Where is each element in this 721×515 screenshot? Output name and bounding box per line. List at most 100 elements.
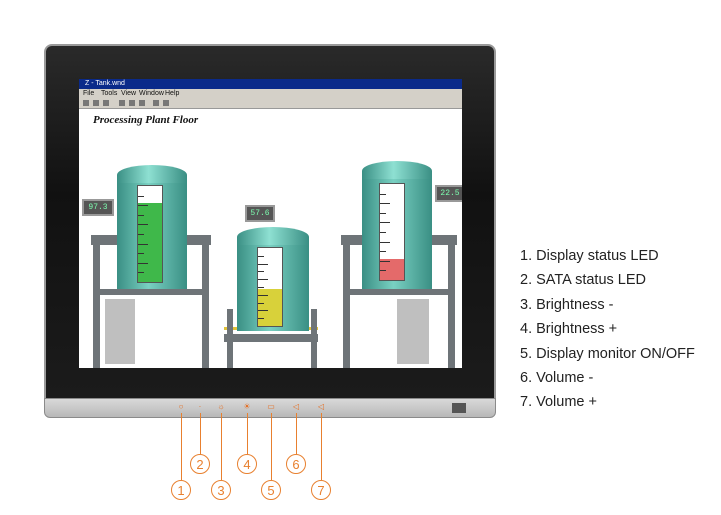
callout-2: 2 (190, 454, 210, 474)
paste-icon[interactable] (139, 100, 145, 106)
gauge-tick (258, 279, 268, 281)
gauge-tick (138, 224, 148, 226)
right-tank-dome (362, 161, 432, 181)
gauge-tick (138, 243, 148, 245)
gauge-tick (258, 294, 268, 296)
led-icon: · (198, 402, 202, 411)
middle-tank-level-gauge (257, 247, 283, 327)
gauge-tick (258, 271, 264, 273)
callout-leader-line (296, 413, 297, 454)
gauge-tick (380, 251, 386, 253)
callout-leader-line (271, 413, 272, 480)
volume-up-icon: ◁ (317, 402, 325, 411)
gauge-tick (138, 234, 144, 235)
sata-status-led: · (195, 402, 205, 412)
right-tank-platform (343, 289, 455, 295)
left-stair (105, 299, 135, 364)
open-file-icon[interactable] (93, 100, 99, 106)
print-icon[interactable] (153, 100, 159, 106)
gauge-tick (138, 205, 148, 207)
callout-4: 4 (237, 454, 257, 474)
brightness-up-button[interactable]: ☀ (242, 402, 252, 412)
middle-tank-dome (237, 227, 309, 247)
callout-5: 5 (261, 480, 281, 500)
gauge-tick (380, 232, 386, 233)
legend-item-2: 2. SATA status LED (520, 272, 646, 289)
right-tank-level-gauge (379, 183, 405, 281)
gauge-tick (258, 310, 268, 312)
gauge-tick (138, 272, 144, 274)
callout-leader-line (321, 413, 322, 480)
monitor-bottom-bezel (44, 398, 496, 418)
help-icon[interactable] (163, 100, 169, 106)
brightness-down-button[interactable]: ☼ (216, 402, 226, 412)
gauge-tick (380, 212, 386, 214)
right-tank-level-fill (380, 258, 404, 280)
legend-item-1: 1. Display status LED (520, 248, 659, 264)
cut-icon[interactable] (119, 100, 125, 106)
menu-view[interactable]: View (121, 90, 137, 97)
menu-bar: File Tools View Window Help (79, 89, 462, 98)
legend-item-7: 7. Volume + (520, 394, 597, 411)
legend-item-5: 5. Display monitor ON/OFF (520, 345, 695, 362)
gauge-tick (258, 287, 264, 288)
gauge-tick (138, 214, 144, 216)
brightness-up-icon: ☀ (243, 402, 251, 411)
callout-6: 6 (286, 454, 306, 474)
left-tank-readout: 97.3 (82, 199, 114, 216)
gauge-tick (380, 193, 386, 195)
menu-tools[interactable]: Tools (101, 90, 118, 97)
gauge-tick (258, 255, 264, 257)
left-tank-level-gauge (137, 185, 163, 283)
save-file-icon[interactable] (103, 100, 109, 106)
left-tank-platform (93, 289, 209, 295)
menu-file[interactable]: File (83, 90, 95, 97)
callout-3: 3 (211, 480, 231, 500)
hmi-canvas: Processing Plant Floor 97.3 57.6 (79, 109, 462, 368)
gauge-tick (380, 241, 390, 243)
gauge-tick (258, 318, 264, 320)
brightness-down-icon: ☼ (217, 402, 225, 411)
legend-item-6: 6. Volume - (520, 370, 594, 387)
gauge-tick (138, 195, 144, 197)
gauge-tick (138, 262, 148, 264)
copy-icon[interactable] (129, 100, 135, 106)
legend-item-4: 4. Brightness + (520, 321, 618, 338)
callout-leader-line (200, 413, 201, 454)
middle-tank-platform (224, 334, 318, 342)
window-titlebar: Z - Tank.wnd (79, 79, 462, 89)
right-tank-leg (343, 235, 350, 368)
menu-help[interactable]: Help (165, 90, 180, 97)
hmi-title: Processing Plant Floor (93, 114, 199, 126)
gauge-tick (380, 260, 390, 262)
middle-tank-leg (311, 309, 317, 368)
callout-1: 1 (171, 480, 191, 500)
left-tank-leg (93, 235, 100, 368)
gauge-tick (138, 253, 144, 255)
callout-leader-line (221, 413, 222, 480)
legend-item-3: 3. Brightness - (520, 296, 614, 313)
display-status-led: ○ (176, 402, 186, 412)
volume-down-icon: ◁ (292, 402, 300, 411)
left-tank-leg (202, 235, 209, 368)
button-legend: 1. Display status LED 2. SATA status LED… (520, 244, 695, 415)
callout-leader-line (181, 413, 182, 480)
gauge-tick (380, 203, 390, 205)
volume-up-button[interactable]: ◁ (316, 402, 326, 412)
gauge-tick (380, 222, 390, 224)
left-tank-level-fill (138, 203, 162, 282)
right-tank-readout: 22.5 (435, 185, 462, 202)
gauge-tick (258, 302, 264, 304)
gauge-tick (258, 263, 268, 265)
right-tank-leg (448, 235, 455, 368)
window-title: Z - Tank.wnd (85, 80, 125, 87)
menu-window[interactable]: Window (139, 90, 164, 97)
monitor-screen: Z - Tank.wnd File Tools View Window Help… (79, 79, 462, 368)
volume-down-button[interactable]: ◁ (291, 402, 301, 412)
callout-7: 7 (311, 480, 331, 500)
display-power-button[interactable]: ▭ (266, 402, 276, 412)
brand-logo-icon (452, 403, 466, 413)
right-stair (397, 299, 429, 364)
callout-leader-line (247, 413, 248, 454)
new-file-icon[interactable] (83, 100, 89, 106)
